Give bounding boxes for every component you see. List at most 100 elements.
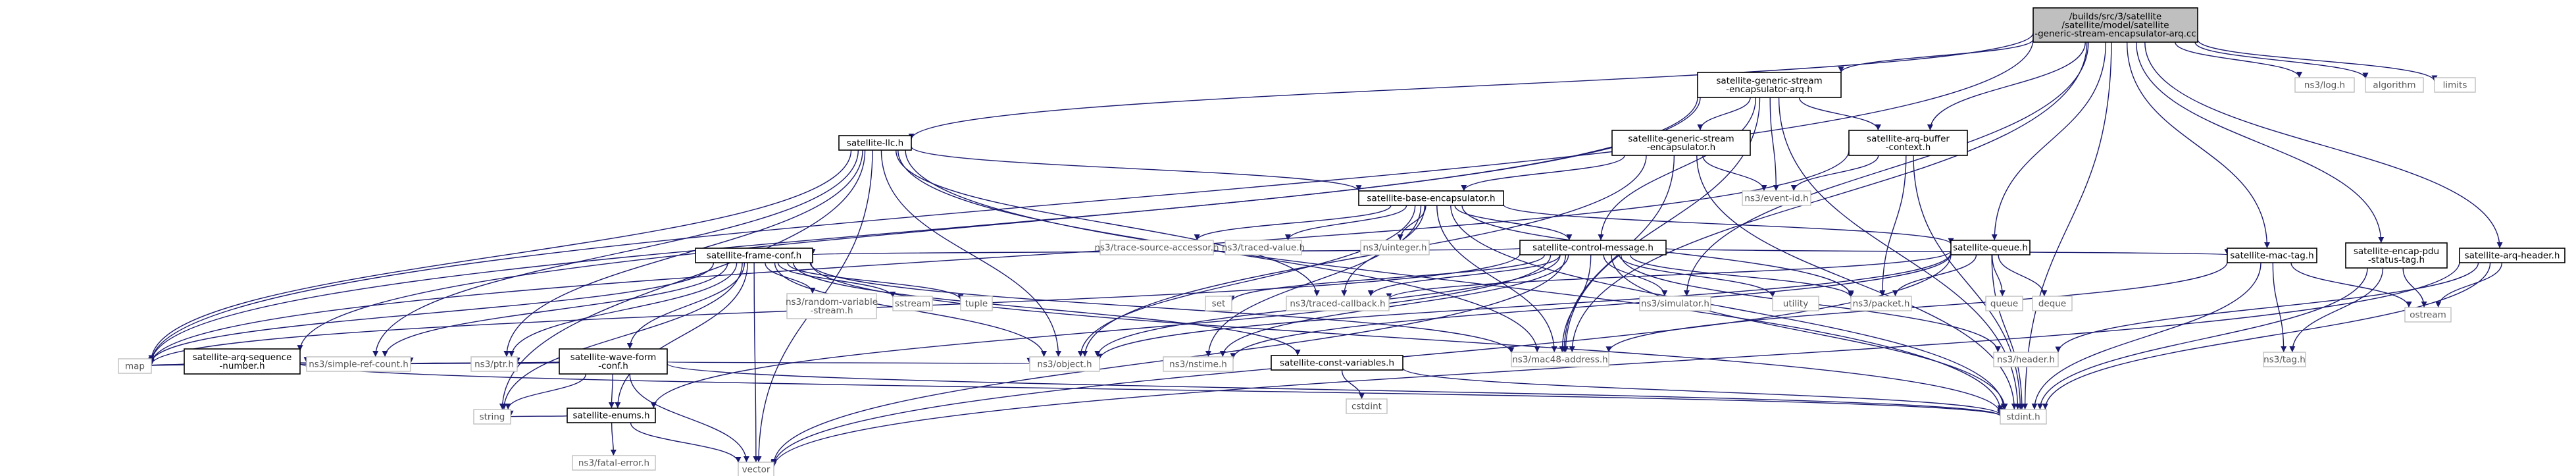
edge-queue_h-to-tcb [1386,250,1952,300]
node-box [2032,296,2073,311]
edge-gsea_h-to-ctrl_h [1598,97,1757,241]
edge-encpdu_h-to-tag [2289,267,2384,353]
node-fatal: ns3/fatal-error.h [572,455,656,471]
node-box [567,408,656,423]
node-label: ns3/nstime.h [1169,359,1227,370]
edge-root-to-gsea_h [1838,39,2034,73]
edge-root-to-queue_h [1991,41,2107,241]
edge-gsea_h-to-stdint [1778,97,2021,410]
node-box [2434,77,2476,93]
node-limits: limits [2434,77,2476,93]
node-label: satellite-arq-buffer [1867,134,1950,144]
node-box [1742,190,1811,206]
node-label: algorithm [2373,80,2415,91]
edge-gsea_h-to-arqbuf_h [1798,97,1881,131]
edge-root-to-algorithm [2194,41,2369,79]
node-encpdu_h[interactable]: satellite-encap-pdu-status-tag.h [2345,242,2448,269]
edge-arqhdr_h-to-stdint [2042,262,2491,410]
node-algorithm: algorithm [2365,77,2424,93]
node-stdint: stdint.h [2000,409,2047,425]
edge-llc_h-to-ptr [503,149,863,357]
node-label: satellite-frame-conf.h [707,251,801,261]
node-box [1205,296,1232,311]
node-arqbuf_h[interactable]: satellite-arq-buffer-context.h [1848,130,1968,156]
edge-frame_h-to-src [382,262,728,357]
edge-arqbuf_h-to-stdint [1913,155,2023,410]
edge-frame_h-to-stdint [810,262,2004,414]
node-root[interactable]: /builds/src/3/satellite/satellite/model/… [2033,7,2198,43]
node-arqhdr_h[interactable]: satellite-arq-header.h [2459,248,2565,263]
node-box [473,409,511,425]
edge-frame_h-to-mac48 [809,262,1515,354]
node-vector: vector [738,462,774,476]
node-label: limits [2443,80,2467,91]
node-src: ns3/simple-ref-count.h [306,356,411,372]
edge-encpdu_h-to-stdint [2037,267,2368,410]
node-gsea_h[interactable]: satellite-generic-stream-encapsulator-ar… [1697,72,1842,98]
edge-root-to-mac48 [1569,41,2088,353]
edge-base_h-to-tv [1284,205,1407,241]
edge-gse_h-to-eventid [1702,155,1767,192]
edge-enums_h-to-string [509,410,568,417]
node-box [2404,307,2452,323]
node-label: -number.h [219,361,265,371]
node-enums_h[interactable]: satellite-enums.h [567,408,656,423]
node-base_h[interactable]: satellite-base-encapsulator.h [1358,190,1504,206]
edge-llc_h-to-object [880,149,1062,357]
node-mactag_h[interactable]: satellite-mac-tag.h [2227,248,2317,263]
node-ostream: ostream [2404,307,2452,323]
node-label: ns3/object.h [1037,359,1092,370]
node-label: ns3/ptr.h [474,359,514,370]
node-const_h[interactable]: satellite-const-variables.h [1271,355,1403,371]
edge-ctrl_h-to-nstime [1219,254,1569,357]
node-tsa: ns3/trace-source-accessor.h [1094,240,1219,255]
node-box [2000,409,2047,425]
node-label: -status-tag.h [2368,255,2425,265]
edge-wave_h-to-enums_h [608,373,615,409]
node-gse_h[interactable]: satellite-generic-stream-encapsulator.h [1611,130,1751,156]
node-label: satellite-llc.h [847,138,903,149]
node-ctrl_h[interactable]: satellite-control-message.h [1519,240,1667,255]
edge-gsea_h-to-map [148,97,1698,363]
node-label: cstdint [1351,402,1382,412]
node-label: -encapsulator-arq.h [1726,84,1813,95]
node-box [572,455,656,471]
node-label: ns3/traced-value.h [1222,243,1305,253]
node-queue_h[interactable]: satellite-queue.h [1950,240,2031,255]
edge-llc_h-to-stdint [905,149,2004,411]
edge-queue_h-to-object [1096,252,1952,360]
node-box [838,135,912,151]
node-arqseq_h[interactable]: satellite-arq-sequence-number.h [184,348,301,375]
edge-wave_h-to-stdint [667,363,2004,417]
node-box [2345,242,2448,269]
edge-frame_h-to-map [148,262,715,363]
node-deque: deque [2032,296,2073,311]
edge-llc_h-to-tcb [895,149,1320,297]
edge-root-to-arqbuf_h [1927,41,2086,131]
edge-ctrl_h-to-sim [1603,254,1668,297]
node-label: ns3/fatal-error.h [578,458,649,469]
node-box [2459,248,2565,263]
edge-llc_h-to-map [148,149,852,361]
node-llc_h[interactable]: satellite-llc.h [838,135,912,151]
node-label: ns3/uinteger.h [1363,243,1427,253]
edge-ctrl_h-to-utility [1619,254,1776,298]
node-box [1099,240,1214,255]
edge-gsea_h-to-arqseq_h [297,97,1701,352]
node-label: satellite-generic-stream [1716,76,1822,86]
node-label: satellite-wave-form [570,352,657,363]
edge-gse_h-to-base_h [1461,155,1625,192]
edge-root-to-limits [2197,39,2438,82]
node-box [960,296,993,311]
edge-base_h-to-stdint [1450,205,2007,410]
node-label: satellite-base-encapsulator.h [1367,194,1495,204]
node-frame_h[interactable]: satellite-frame-conf.h [695,248,813,263]
node-wave_h[interactable]: satellite-wave-form-conf.h [559,348,668,375]
edge-root-to-sim [1683,41,2089,297]
edge-root-to-map [148,39,2034,363]
node-queue: queue [1985,296,2023,311]
node-box [1225,240,1302,255]
edge-root-to-encpdu_h [2136,41,2385,244]
edge-ctrl_h-to-mactag_h [1665,248,2229,255]
